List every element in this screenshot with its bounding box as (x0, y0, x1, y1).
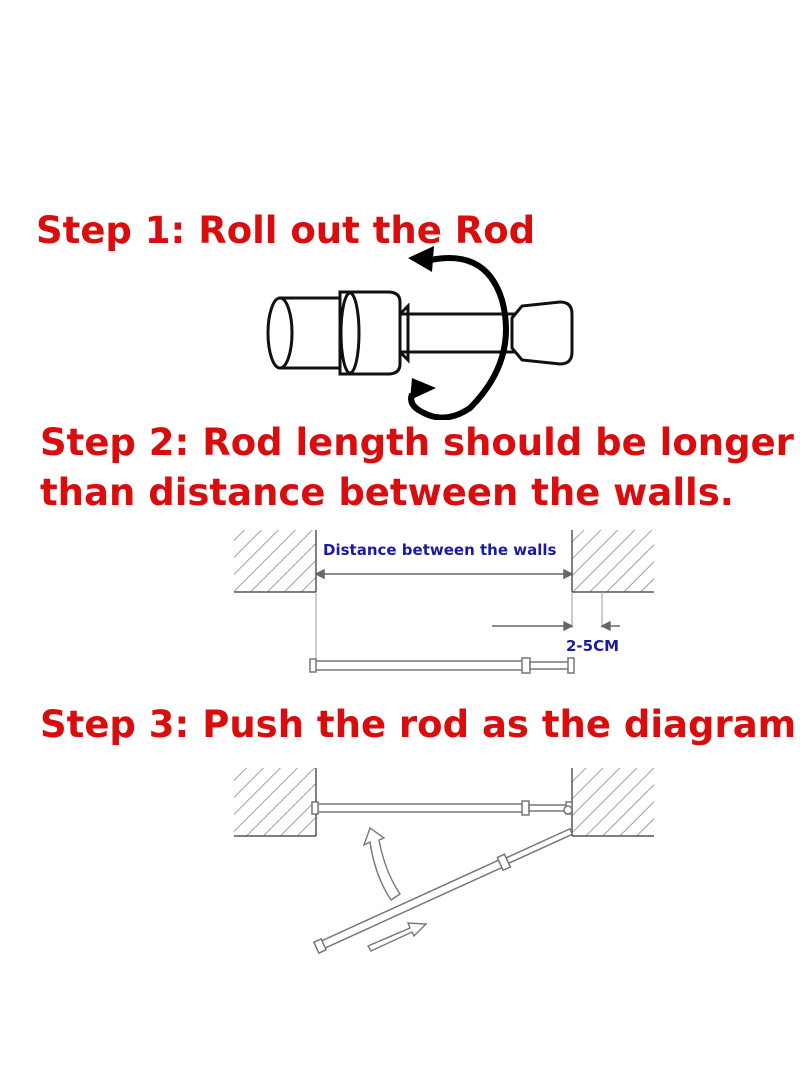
step2-title-line2: than distance between the walls. (40, 471, 734, 514)
gap-dimension (492, 620, 620, 632)
left-wall (234, 768, 317, 837)
rod-twist-illustration (266, 246, 574, 420)
rod-tube (266, 296, 352, 370)
push-rod-diagram (234, 768, 654, 955)
right-wall (571, 768, 654, 837)
push-arrow-icon (362, 826, 401, 901)
right-wall (571, 530, 654, 593)
distance-label: Distance between the walls (323, 541, 557, 559)
slide-arrow-icon (366, 922, 428, 952)
rod-drawing (309, 657, 575, 674)
inner-rod (398, 302, 520, 364)
wall-distance-diagram (234, 530, 654, 674)
pivot-point (563, 805, 573, 815)
step2-title-line1: Step 2: Rod length should be longer (40, 421, 794, 464)
angled-rod (312, 827, 574, 955)
rod-end-cap (510, 300, 574, 366)
distance-arrow (314, 568, 574, 580)
rotate-arrowhead-top-icon (408, 246, 434, 272)
installed-rod (311, 800, 573, 816)
rotate-arrowhead-bottom-icon (410, 378, 436, 400)
left-wall (234, 530, 317, 593)
gap-label: 2-5CM (566, 637, 620, 655)
extension-lines (315, 592, 603, 672)
step1-title: Step 1: Roll out the Rod (36, 209, 536, 252)
step2-title: Step 2: Rod length should be longer than… (40, 418, 794, 518)
step3-title: Step 3: Push the rod as the diagram (40, 703, 797, 746)
rod-connector (338, 290, 402, 376)
